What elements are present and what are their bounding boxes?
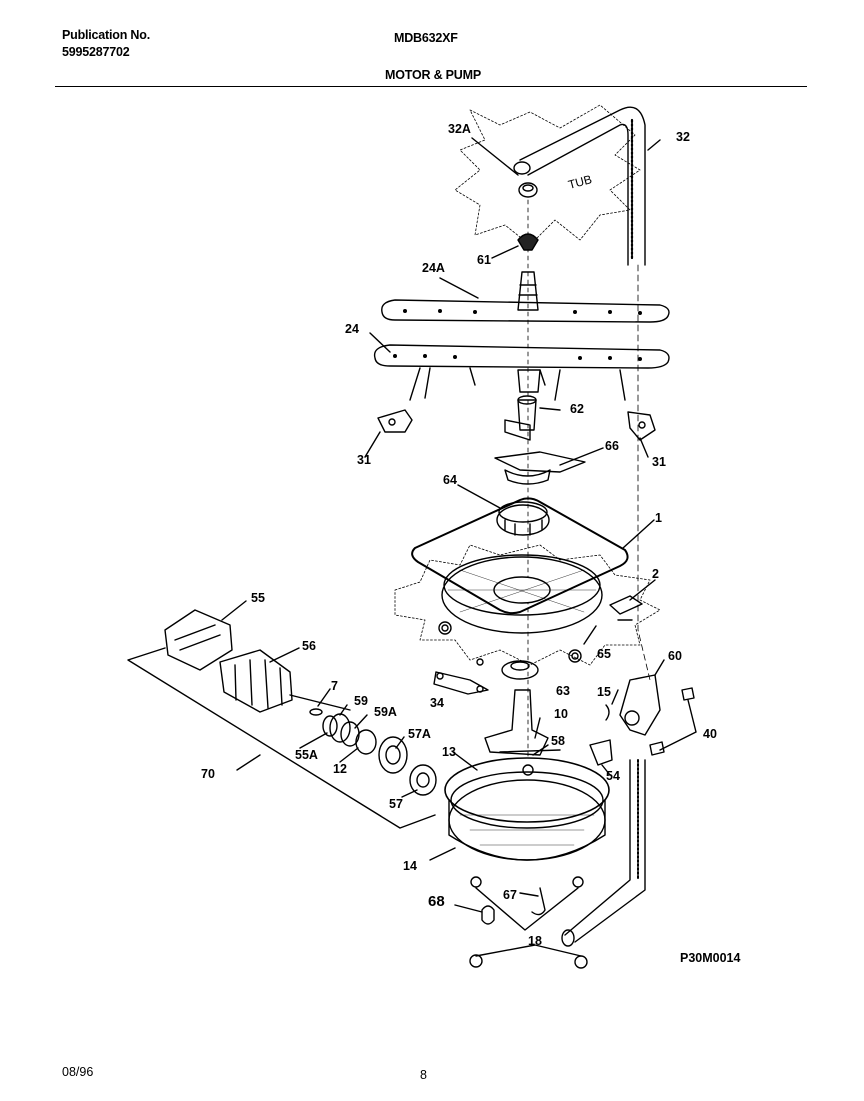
part-58 bbox=[499, 749, 561, 753]
model-number: MDB632XF bbox=[394, 31, 458, 45]
label-63: 63 bbox=[556, 684, 570, 698]
foot-18b bbox=[572, 876, 584, 888]
side-axis bbox=[637, 264, 651, 681]
label-64: 64 bbox=[443, 473, 457, 487]
feed-tube-32 bbox=[519, 106, 646, 266]
filter-screen-65 bbox=[441, 556, 603, 634]
label-14: 14 bbox=[403, 859, 417, 873]
publication-number: 5995287702 bbox=[62, 45, 130, 59]
label-15: 15 bbox=[597, 685, 611, 699]
tub-outline-lower bbox=[394, 544, 661, 666]
impeller-64 bbox=[496, 504, 550, 536]
label-61: 61 bbox=[477, 253, 491, 267]
header-rule bbox=[55, 86, 807, 87]
label-13: 13 bbox=[442, 745, 456, 759]
tub-text: TUB bbox=[567, 172, 594, 192]
label-62: 62 bbox=[570, 402, 584, 416]
spray-arm-24A bbox=[381, 299, 670, 323]
seal-59 bbox=[329, 713, 351, 743]
drain-tube bbox=[564, 759, 646, 943]
bracket-31-left bbox=[377, 409, 413, 433]
label-55A: 55A bbox=[295, 748, 318, 762]
bracket-31-right bbox=[627, 411, 656, 441]
spray-arm-24 bbox=[373, 344, 670, 369]
label-18: 18 bbox=[528, 934, 542, 948]
hose-54 bbox=[589, 739, 613, 766]
label-10: 10 bbox=[554, 707, 568, 721]
label-32A: 32A bbox=[448, 122, 471, 136]
part-55A bbox=[322, 715, 338, 737]
pump-housing-10 bbox=[484, 689, 549, 756]
clamp-68 bbox=[481, 905, 495, 925]
label-40: 40 bbox=[703, 727, 717, 741]
label-56: 56 bbox=[302, 639, 316, 653]
section-title: MOTOR & PUMP bbox=[385, 68, 481, 82]
label-59A: 59A bbox=[374, 705, 397, 719]
label-24A: 24A bbox=[422, 261, 445, 275]
coupling-62 bbox=[517, 399, 537, 431]
label-68: 68 bbox=[428, 893, 445, 910]
label-54: 54 bbox=[606, 769, 620, 783]
sump-13 bbox=[444, 757, 610, 823]
publication-label: Publication No. bbox=[62, 28, 150, 42]
label-32: 32 bbox=[676, 130, 690, 144]
plate-34 bbox=[433, 671, 489, 695]
label-66: 66 bbox=[605, 439, 619, 453]
label-67: 67 bbox=[503, 888, 517, 902]
label-65: 65 bbox=[597, 647, 611, 661]
cover-57 bbox=[409, 764, 437, 796]
cover-57A bbox=[378, 736, 408, 774]
seal-63 bbox=[501, 660, 539, 680]
label-70: 70 bbox=[201, 767, 215, 781]
impeller-12 bbox=[355, 729, 377, 755]
motor-56 bbox=[219, 649, 293, 713]
hose-67 bbox=[531, 887, 546, 916]
fitting-40b bbox=[649, 741, 665, 756]
label-57A: 57A bbox=[408, 727, 431, 741]
clip-2 bbox=[609, 595, 643, 615]
label-2: 2 bbox=[652, 567, 659, 581]
label-1: 1 bbox=[655, 511, 662, 525]
label-7: 7 bbox=[331, 679, 338, 693]
label-59: 59 bbox=[354, 694, 368, 708]
label-24: 24 bbox=[345, 322, 359, 336]
label-58: 58 bbox=[551, 734, 565, 748]
page-number: 8 bbox=[420, 1068, 427, 1082]
foot-18d bbox=[574, 955, 588, 969]
motor-cover-55 bbox=[164, 609, 233, 671]
footer-date: 08/96 bbox=[62, 1065, 94, 1079]
label-12: 12 bbox=[333, 762, 347, 776]
gasket-1 bbox=[411, 497, 629, 615]
foot-18c bbox=[469, 954, 483, 968]
label-34: 34 bbox=[430, 696, 444, 710]
label-60: 60 bbox=[668, 649, 682, 663]
assembly-bracket-70 bbox=[127, 647, 436, 829]
tub-outline-upper bbox=[454, 104, 641, 246]
foot-18a bbox=[470, 876, 482, 888]
fitting-40a bbox=[681, 687, 695, 701]
label-55: 55 bbox=[251, 591, 265, 605]
part-7 bbox=[309, 708, 323, 716]
chopper-66 bbox=[494, 451, 586, 473]
label-31-left: 31 bbox=[357, 453, 371, 467]
inlet-valve-60 bbox=[619, 674, 661, 736]
bearing-32A bbox=[518, 182, 538, 198]
label-57: 57 bbox=[389, 797, 403, 811]
nut-61 bbox=[517, 233, 539, 251]
label-31-right: 31 bbox=[652, 455, 666, 469]
arm-hub bbox=[517, 271, 539, 311]
drawing-code: P30M0014 bbox=[680, 951, 741, 965]
